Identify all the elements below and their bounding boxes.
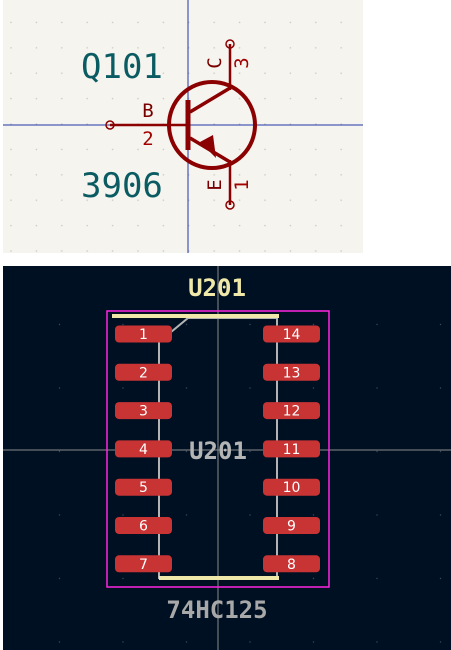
schematic-value-label[interactable]: 3906 <box>81 166 163 206</box>
transistor-collector-lead <box>189 86 231 114</box>
pad-number: 1 <box>139 327 148 343</box>
pad-number: 6 <box>139 519 148 535</box>
pad-number: 10 <box>283 480 301 496</box>
transistor-symbol-q101[interactable] <box>105 39 257 210</box>
emitter-pin-number: 1 <box>231 179 253 190</box>
pad-5[interactable]: 5 <box>115 478 172 497</box>
pcb-reference-fab[interactable]: U201 <box>189 437 247 465</box>
pad-14[interactable]: 14 <box>263 325 320 344</box>
collector-pin-connection-circle[interactable] <box>225 39 235 49</box>
emitter-arrow-icon <box>200 135 216 158</box>
pad-copper <box>263 402 320 420</box>
pad-number: 13 <box>283 365 301 381</box>
pads-left-column: 1 2 3 4 5 6 7 <box>115 325 172 573</box>
schematic-svg: B 2 C 3 E 1 Q101 3906 <box>3 0 363 253</box>
pcb-reference-silkscreen[interactable]: U201 <box>188 274 246 302</box>
schematic-grid <box>3 0 363 253</box>
pad-copper <box>115 440 172 458</box>
pad-number: 2 <box>139 365 148 381</box>
pcb-value-label[interactable]: 74HC125 <box>166 596 267 624</box>
pad-copper <box>263 363 320 381</box>
pad-copper <box>263 517 320 534</box>
pads-right-column: 14 13 12 11 10 9 8 <box>263 325 320 573</box>
pad-number: 4 <box>139 442 148 458</box>
pad-1[interactable]: 1 <box>115 325 172 344</box>
schematic-editor-canvas[interactable]: B 2 C 3 E 1 Q101 3906 <box>3 0 363 253</box>
pad-copper <box>263 325 320 343</box>
pad-number: 7 <box>139 557 148 573</box>
pad-copper <box>263 440 320 458</box>
pad-13[interactable]: 13 <box>263 363 320 382</box>
pad-copper <box>115 478 172 496</box>
pad-copper <box>115 325 172 343</box>
base-pin-connection-circle[interactable] <box>105 120 115 130</box>
base-pin-number: 2 <box>142 128 153 150</box>
pad-10[interactable]: 10 <box>263 478 320 497</box>
pad-number: 14 <box>283 327 301 343</box>
pad-number: 11 <box>283 442 301 458</box>
pad-copper <box>115 363 172 381</box>
pad-copper <box>115 402 172 420</box>
footprint-courtyard <box>106 310 330 588</box>
pad-11[interactable]: 11 <box>263 440 320 458</box>
pad-12[interactable]: 12 <box>263 402 320 420</box>
pad-4[interactable]: 4 <box>115 440 172 458</box>
pad-copper <box>115 555 172 573</box>
pad-number: 5 <box>139 480 148 496</box>
pad-copper <box>115 517 172 534</box>
collector-pin-name: C <box>204 57 226 68</box>
emitter-pin-name: E <box>204 179 226 190</box>
collector-pin-number: 3 <box>231 57 253 68</box>
pad-2[interactable]: 2 <box>115 363 172 382</box>
pad-copper <box>263 478 320 496</box>
pad-number: 3 <box>139 404 148 420</box>
base-pin-name: B <box>142 100 153 122</box>
pad-number: 8 <box>287 557 296 573</box>
pad-3[interactable]: 3 <box>115 402 172 420</box>
pad-9[interactable]: 9 <box>263 517 320 535</box>
schematic-reference-label[interactable]: Q101 <box>81 47 163 87</box>
pad-copper <box>263 555 320 573</box>
pad-6[interactable]: 6 <box>115 517 172 535</box>
pad-number: 9 <box>287 519 296 535</box>
pad-7[interactable]: 7 <box>115 555 172 573</box>
pad-8[interactable]: 8 <box>263 555 320 573</box>
pad-number: 12 <box>283 404 301 420</box>
pcb-grid <box>3 266 451 650</box>
emitter-pin-connection-circle[interactable] <box>225 200 235 210</box>
